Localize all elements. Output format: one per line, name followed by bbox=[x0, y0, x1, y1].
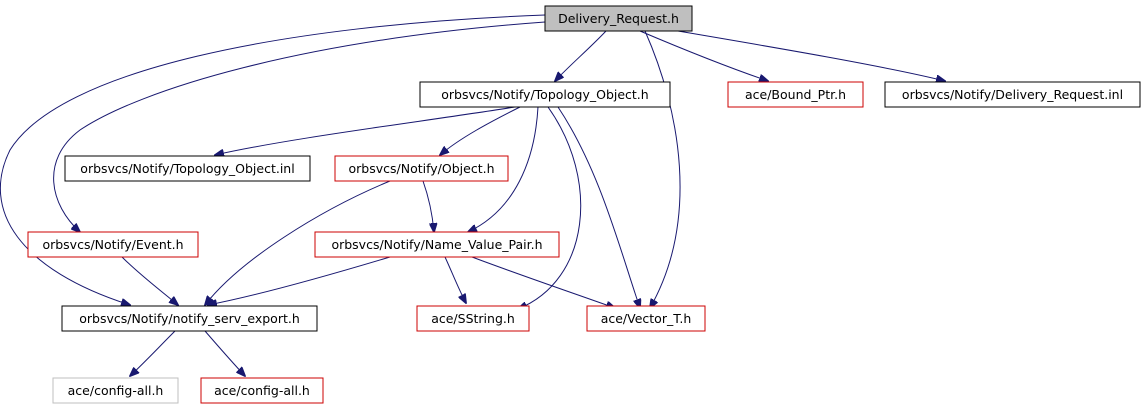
edge-event-to-notify-serv-export bbox=[121, 256, 178, 305]
edge-topology-object-to-name-value-pair bbox=[468, 106, 539, 232]
edge-object-to-notify-serv-export bbox=[205, 180, 391, 305]
edge-topology-object-to-vector-t bbox=[557, 106, 640, 308]
edge-name-value-pair-to-notify-serv-export bbox=[208, 256, 391, 305]
node-label: ace/Vector_T.h bbox=[601, 311, 692, 326]
node-topology-object-inl[interactable]: orbsvcs/Notify/Topology_Object.inl bbox=[64, 155, 311, 182]
edge-notify-serv-export-to-config-all-red bbox=[204, 330, 245, 376]
node-vector-t-h[interactable]: ace/Vector_T.h bbox=[586, 305, 706, 332]
node-label: orbsvcs/Notify/notify_serv_export.h bbox=[79, 311, 300, 326]
node-sstring-h[interactable]: ace/SString.h bbox=[416, 305, 530, 332]
edge-name-value-pair-to-vector-t bbox=[471, 256, 615, 308]
edge-topology-object-to-object bbox=[440, 106, 521, 155]
node-label: orbsvcs/Notify/Object.h bbox=[349, 161, 495, 176]
edge-topology-object-to-sstring bbox=[518, 106, 582, 309]
node-label: orbsvcs/Notify/Topology_Object.h bbox=[441, 87, 648, 102]
edge-delivery-request-to-bound-ptr bbox=[639, 30, 768, 81]
node-config-all-h-red[interactable]: ace/config-all.h bbox=[200, 377, 324, 404]
node-notify-serv-export-h[interactable]: orbsvcs/Notify/notify_serv_export.h bbox=[61, 305, 318, 332]
node-label: orbsvcs/Notify/Name_Value_Pair.h bbox=[331, 237, 542, 252]
edge-notify-serv-export-to-config-all-gray bbox=[130, 330, 176, 376]
node-label: orbsvcs/Notify/Delivery_Request.inl bbox=[902, 87, 1123, 102]
node-label: ace/Bound_Ptr.h bbox=[745, 87, 846, 102]
node-topology-object-h[interactable]: orbsvcs/Notify/Topology_Object.h bbox=[419, 81, 671, 108]
node-label: ace/SString.h bbox=[431, 311, 515, 326]
node-event-h[interactable]: orbsvcs/Notify/Event.h bbox=[27, 231, 199, 258]
node-label: Delivery_Request.h bbox=[558, 11, 679, 26]
node-label: ace/config-all.h bbox=[214, 383, 310, 398]
node-object-h[interactable]: orbsvcs/Notify/Object.h bbox=[334, 155, 509, 182]
node-label: orbsvcs/Notify/Event.h bbox=[42, 237, 183, 252]
node-label: orbsvcs/Notify/Topology_Object.inl bbox=[80, 161, 294, 176]
node-label: ace/config-all.h bbox=[68, 383, 164, 398]
node-bound-ptr-h[interactable]: ace/Bound_Ptr.h bbox=[727, 81, 864, 108]
edge-delivery-request-to-vector-t bbox=[644, 30, 681, 308]
node-delivery-request-inl[interactable]: orbsvcs/Notify/Delivery_Request.inl bbox=[884, 81, 1141, 108]
node-config-all-h-gray[interactable]: ace/config-all.h bbox=[52, 377, 179, 404]
node-name-value-pair-h[interactable]: orbsvcs/Notify/Name_Value_Pair.h bbox=[314, 231, 560, 258]
edge-delivery-request-to-delivery-request-inl bbox=[659, 27, 945, 81]
edge-topology-object-to-topology-object-inl bbox=[215, 106, 516, 155]
edge-delivery-request-to-event bbox=[53, 21, 546, 232]
edges bbox=[0, 14, 945, 376]
edge-delivery-request-to-topology-object bbox=[555, 30, 607, 81]
node-delivery-request-h[interactable]: Delivery_Request.h bbox=[544, 5, 693, 32]
edge-object-to-name-value-pair bbox=[422, 180, 434, 232]
edge-name-value-pair-to-sstring bbox=[444, 256, 466, 303]
nodes: Delivery_Request.h orbsvcs/Notify/Topolo… bbox=[27, 5, 1141, 404]
